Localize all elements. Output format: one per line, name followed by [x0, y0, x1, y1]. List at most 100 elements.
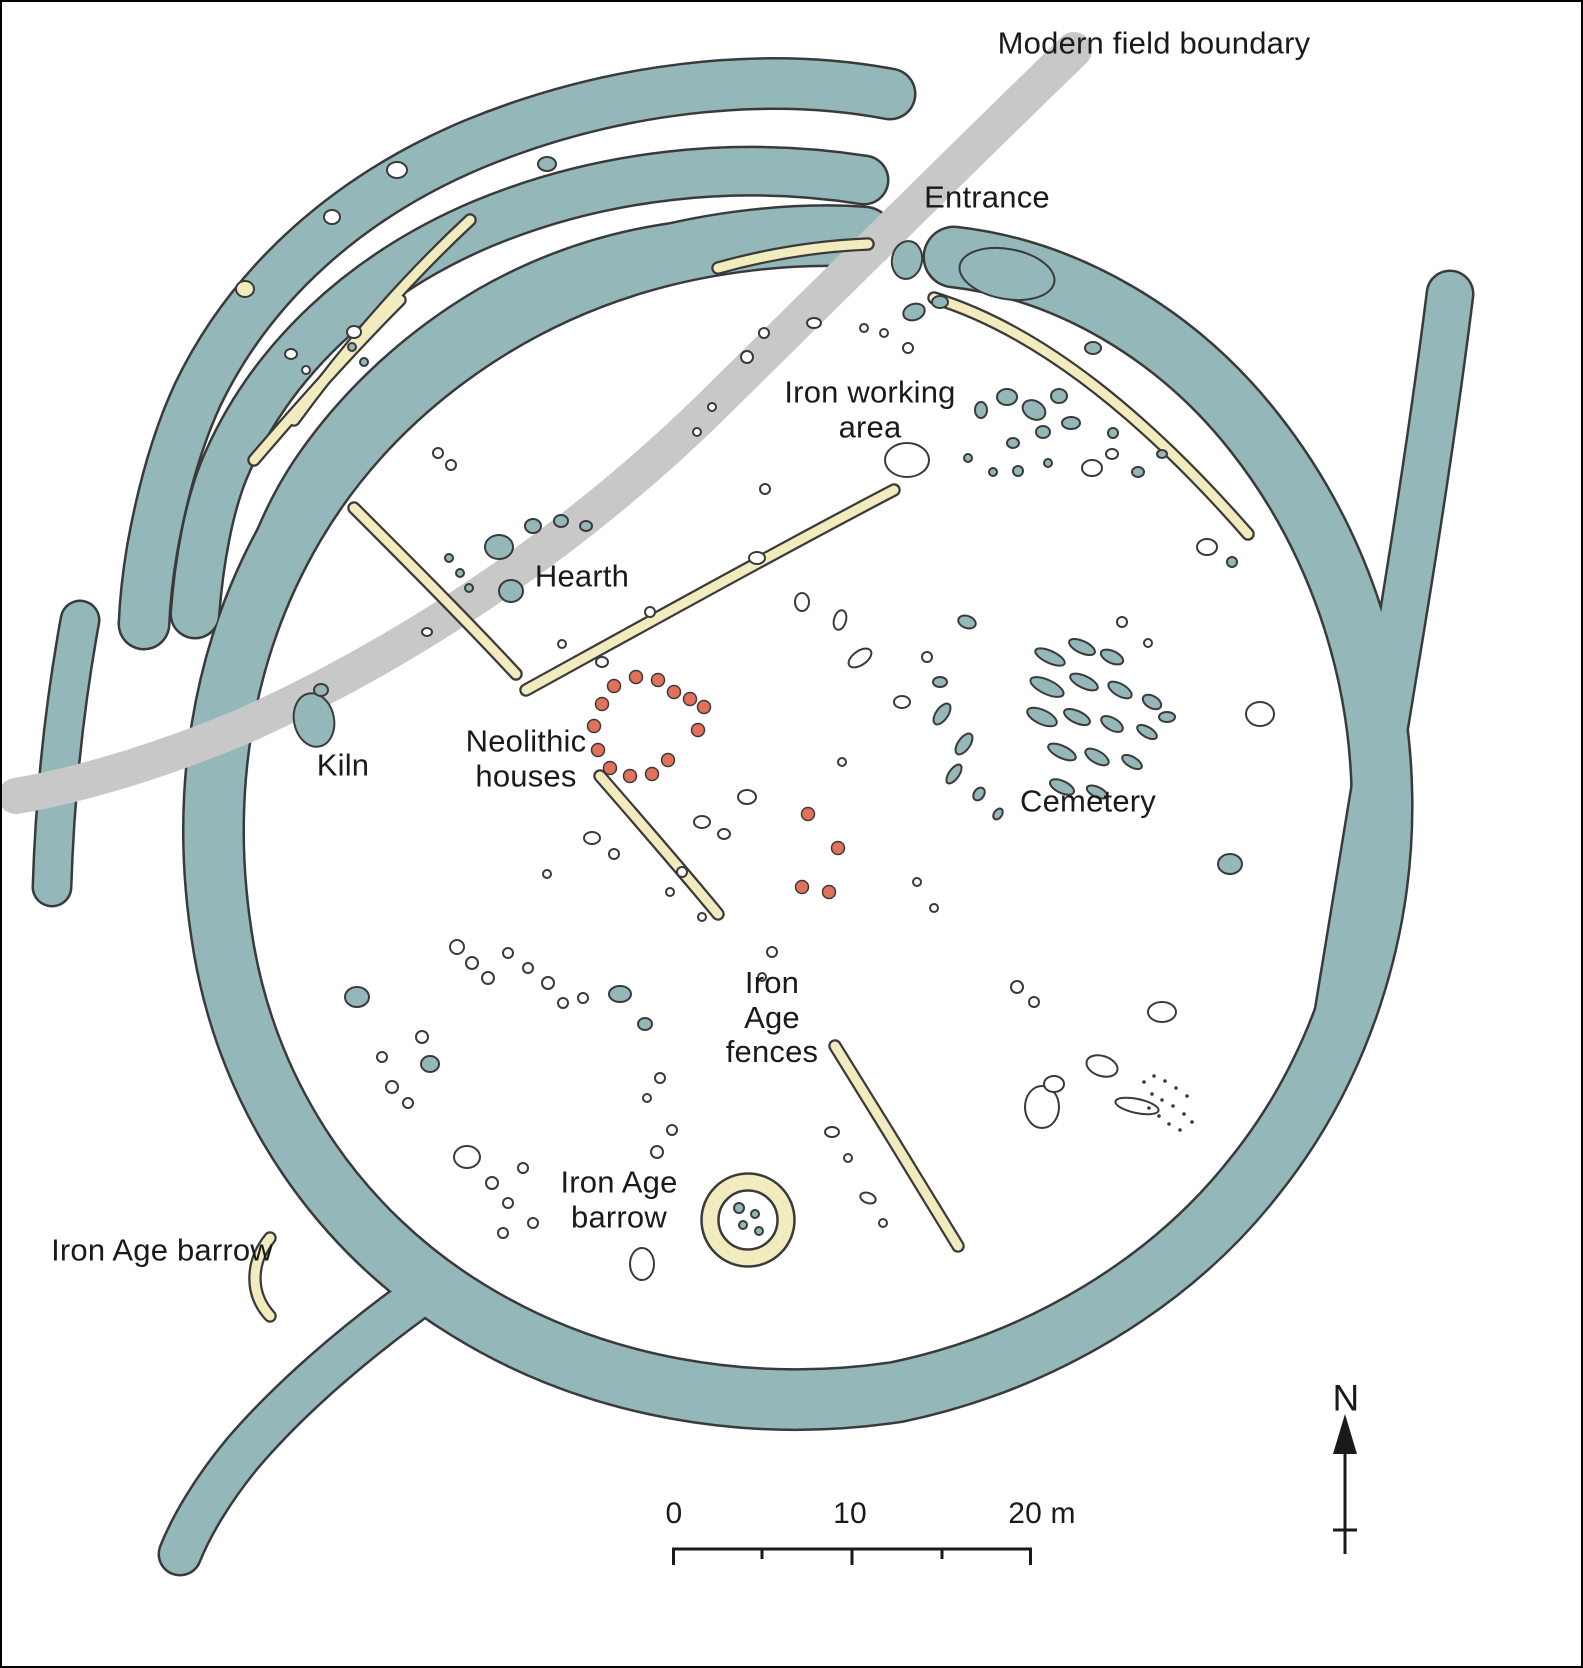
feature	[757, 972, 767, 982]
feature	[502, 1197, 514, 1209]
feature	[717, 828, 731, 840]
pit	[992, 807, 1004, 821]
feature	[902, 342, 914, 354]
feature	[758, 327, 770, 339]
feature	[697, 912, 707, 922]
stipple-dot	[1174, 1086, 1178, 1090]
post-hole	[800, 806, 816, 822]
post-hole	[586, 718, 602, 734]
fence-2	[349, 503, 521, 679]
pit	[1047, 742, 1077, 762]
feature	[759, 483, 771, 495]
fence-4	[595, 771, 723, 919]
pit	[1012, 465, 1024, 477]
post-hole	[628, 669, 644, 685]
feature	[740, 350, 754, 364]
label-cemetery: Cemetery	[1020, 783, 1156, 819]
pit	[1021, 399, 1047, 421]
feature	[644, 606, 656, 618]
stipple-dot	[1160, 1098, 1164, 1102]
post-hole	[794, 879, 810, 895]
feature	[376, 1051, 388, 1063]
pit	[957, 614, 977, 630]
pit	[1156, 449, 1168, 459]
feature	[665, 887, 675, 897]
pit	[754, 1226, 764, 1236]
feature	[884, 442, 930, 478]
feature	[385, 1080, 399, 1094]
post-hole	[650, 672, 666, 688]
stipple-dot	[1190, 1120, 1194, 1124]
feature	[595, 656, 609, 668]
feature	[323, 209, 341, 225]
feature	[346, 325, 362, 339]
label-iron-age-barrow: Iron Age barrow	[560, 1164, 678, 1234]
post-hole	[666, 684, 682, 700]
pit	[1061, 416, 1081, 430]
label-iron-working-area: Iron working area	[784, 374, 956, 444]
feature	[676, 866, 688, 878]
feature	[527, 1217, 539, 1229]
post-hole	[821, 884, 837, 900]
features-white	[284, 161, 1275, 1281]
fence-3	[521, 485, 899, 695]
scale-label-10: 10	[833, 1497, 867, 1531]
label-hearth: Hearth	[534, 558, 630, 594]
pit	[1026, 706, 1058, 728]
feature	[541, 976, 555, 990]
pit	[932, 702, 952, 726]
pit	[996, 388, 1018, 406]
feature	[449, 939, 465, 955]
feature	[912, 877, 922, 887]
iron-age-fence-lines	[249, 215, 1253, 1321]
neolithic-house-postholes	[586, 669, 846, 900]
stipple-dot	[1171, 1104, 1175, 1108]
barrow-ring-outer-outline	[700, 1172, 796, 1268]
ditch-5	[160, 1267, 452, 1574]
label-entrance: Entrance	[924, 179, 1050, 215]
feature	[402, 1097, 414, 1109]
barrow-ring-inner-outline	[717, 1189, 779, 1251]
pit	[455, 568, 465, 578]
pit	[1043, 458, 1053, 468]
pit	[1050, 388, 1068, 404]
north-arrow-head	[1333, 1414, 1357, 1454]
feature	[502, 947, 514, 959]
pit	[945, 763, 963, 785]
pit	[1035, 425, 1051, 439]
pit	[484, 534, 514, 560]
pits-teal	[292, 156, 1243, 1236]
feature	[386, 161, 408, 179]
pit	[738, 1220, 748, 1230]
feature	[1116, 616, 1128, 628]
pit	[1084, 747, 1110, 767]
stipple-dot	[1142, 1080, 1146, 1084]
feature	[1196, 538, 1218, 556]
post-hole	[690, 722, 706, 738]
feature	[650, 1145, 664, 1159]
feature	[1143, 638, 1153, 648]
feature	[878, 1218, 888, 1228]
feature	[557, 997, 569, 1009]
feature	[1114, 1096, 1160, 1116]
scale-bar	[672, 1547, 1032, 1565]
pit	[1141, 693, 1163, 711]
feature	[557, 639, 567, 649]
pit	[313, 683, 329, 697]
stipple-dot	[1147, 1106, 1151, 1110]
feature	[284, 348, 298, 360]
pit	[954, 732, 974, 756]
feature	[748, 551, 766, 565]
pit	[524, 518, 542, 534]
feature	[301, 365, 311, 375]
feature	[692, 427, 702, 437]
ditch-4	[256, 218, 822, 560]
pit	[608, 985, 632, 1003]
feature	[629, 1247, 655, 1281]
pit	[1131, 466, 1145, 478]
pit	[1063, 707, 1091, 727]
pit	[958, 247, 1056, 301]
feature	[1085, 1054, 1119, 1078]
fence-8	[250, 1233, 275, 1321]
feature	[794, 592, 810, 612]
